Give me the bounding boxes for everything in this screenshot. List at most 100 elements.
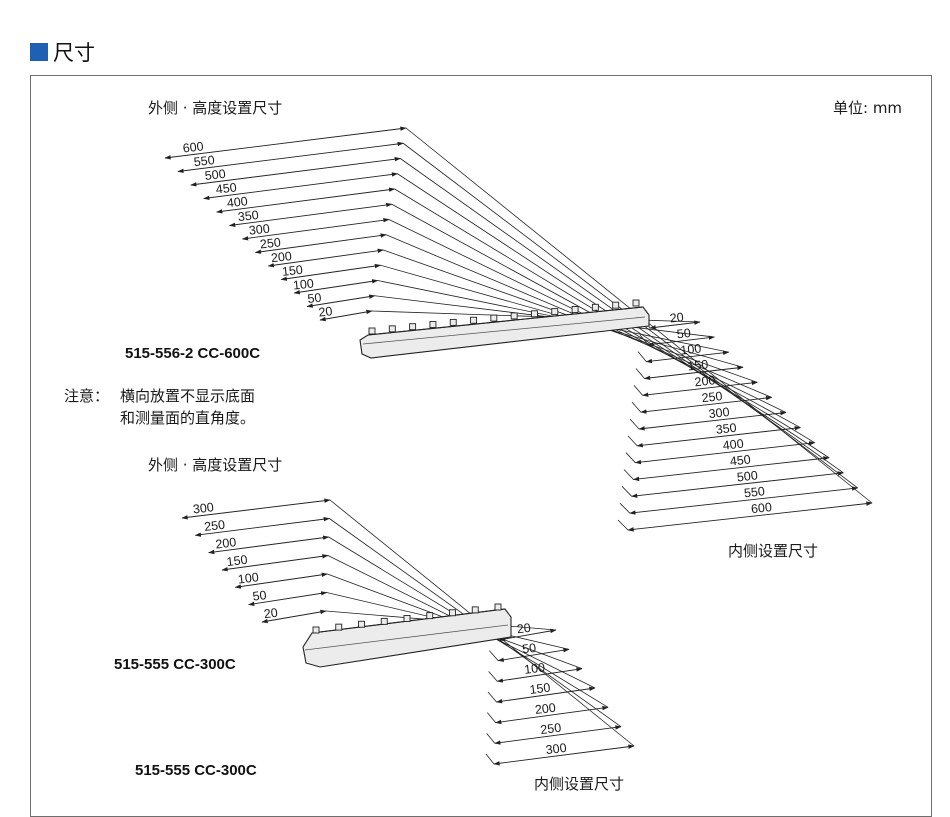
inner-dimension-line [649, 320, 701, 330]
outer-dimension-label: 20 [318, 304, 333, 319]
inner-dimension-label: 500 [736, 468, 758, 484]
inner-dimension-label: 100 [680, 341, 702, 357]
witness-line [625, 452, 636, 463]
inner-dimension-line [645, 350, 730, 364]
inner-dimension-line [643, 365, 744, 381]
inner-dimension-line [627, 501, 873, 532]
inner-dimension-label: 20 [516, 621, 532, 637]
outer-dimension-label: 100 [292, 276, 314, 292]
outer-dimension-label: 450 [215, 180, 237, 196]
inner-dimension-label: 300 [545, 741, 567, 757]
witness-line [635, 368, 645, 379]
inner-dimension-label: 20 [669, 310, 684, 325]
small-outer-label: 外侧 · 高度设置尺寸 [148, 456, 282, 474]
inner-dimension-line [640, 395, 773, 414]
inner-dimension-label: 350 [715, 421, 737, 437]
witness-line [627, 435, 638, 447]
inner-dimension-line [498, 628, 557, 642]
section-title: 尺寸 [53, 41, 95, 65]
witness-line [485, 753, 495, 765]
small-model-label-bottom: 515-555 CC-300C [135, 762, 257, 779]
block-step [470, 316, 477, 324]
inner-dimension-label: 550 [743, 484, 765, 500]
section-header: 尺寸 [30, 38, 95, 66]
witness-line [637, 351, 647, 362]
block-step [591, 303, 599, 311]
outer-dimension-line [221, 554, 329, 572]
small-model-label: 515-555 CC-300C [114, 656, 236, 673]
outer-dimension-line [181, 498, 331, 520]
block-step [632, 299, 640, 307]
block-step [312, 626, 320, 634]
outer-dimension-line [319, 309, 373, 322]
outer-dimension-label: 400 [226, 194, 248, 210]
outer-dimension-line [234, 572, 328, 589]
block-step [368, 327, 376, 335]
outer-dimension-label: 100 [237, 570, 259, 586]
outer-dimension-label: 20 [263, 606, 279, 622]
witness-line [617, 519, 629, 531]
block-step [551, 308, 559, 316]
block-step [449, 318, 457, 326]
block-step [388, 325, 396, 333]
inner-dimension-label: 200 [694, 373, 716, 389]
outer-dimension-label: 550 [193, 153, 215, 169]
outer-dimension-label: 350 [237, 208, 259, 224]
witness-line [633, 385, 643, 396]
large-inner-label: 内侧设置尺寸 [728, 542, 818, 560]
small-block-steps [312, 603, 502, 634]
block-step [494, 603, 502, 611]
outer-dimension-label: 50 [252, 588, 268, 604]
large-block-steps [368, 299, 640, 335]
inner-dimension-label: 100 [523, 660, 545, 676]
block-step [429, 321, 437, 328]
note-line-1: 横向放置不显示底面 [120, 387, 255, 405]
outer-dimension-line [261, 609, 327, 624]
inner-dimension-label: 400 [722, 437, 744, 453]
outer-dimension-line [306, 294, 376, 308]
large-outer-label: 外侧 · 高度设置尺寸 [148, 99, 282, 117]
inner-dimension-label: 250 [701, 389, 723, 405]
block-step [335, 623, 343, 631]
witness-line [489, 650, 499, 661]
inner-dimension-label: 50 [676, 326, 691, 341]
block-step [380, 617, 388, 625]
inner-dimension-label: 150 [687, 357, 709, 373]
large-model-label: 515-556-2 CC-600C [125, 345, 260, 362]
block-step [471, 606, 479, 614]
inner-dimension-line [493, 744, 635, 766]
outer-dimension-label: 300 [248, 222, 270, 238]
outer-dimension-label: 150 [226, 553, 248, 569]
outer-dimension-label: 50 [307, 291, 322, 306]
inner-dimension-line [495, 686, 596, 704]
unit-label: 单位: mm [833, 99, 902, 117]
outer-dimension-line [280, 263, 382, 281]
outer-dimension-line [164, 126, 407, 160]
inner-dimension-line [496, 667, 583, 683]
inner-dimension-label: 200 [534, 701, 556, 717]
block-step [409, 323, 417, 331]
outer-dimension-label: 300 [192, 500, 214, 516]
section-marker [30, 43, 48, 61]
block-step [449, 609, 456, 617]
block-step [426, 612, 434, 620]
inner-dimension-label: 600 [750, 500, 772, 516]
outer-dimension-line [194, 517, 330, 537]
inner-dimension-label: 300 [708, 405, 730, 421]
note-line-2: 和测量面的直角度。 [120, 409, 255, 427]
outer-dimension-line [293, 279, 379, 295]
block-step [510, 312, 518, 320]
inner-dimension-line [497, 648, 570, 662]
inner-dimension-label: 50 [521, 641, 537, 657]
witness-line [621, 486, 632, 497]
large-checker-block [359, 299, 650, 359]
witness-line [488, 671, 498, 682]
witness-line [486, 733, 496, 744]
block-step [358, 620, 365, 628]
outer-dimension-label: 150 [281, 263, 303, 279]
block-step [571, 306, 579, 313]
